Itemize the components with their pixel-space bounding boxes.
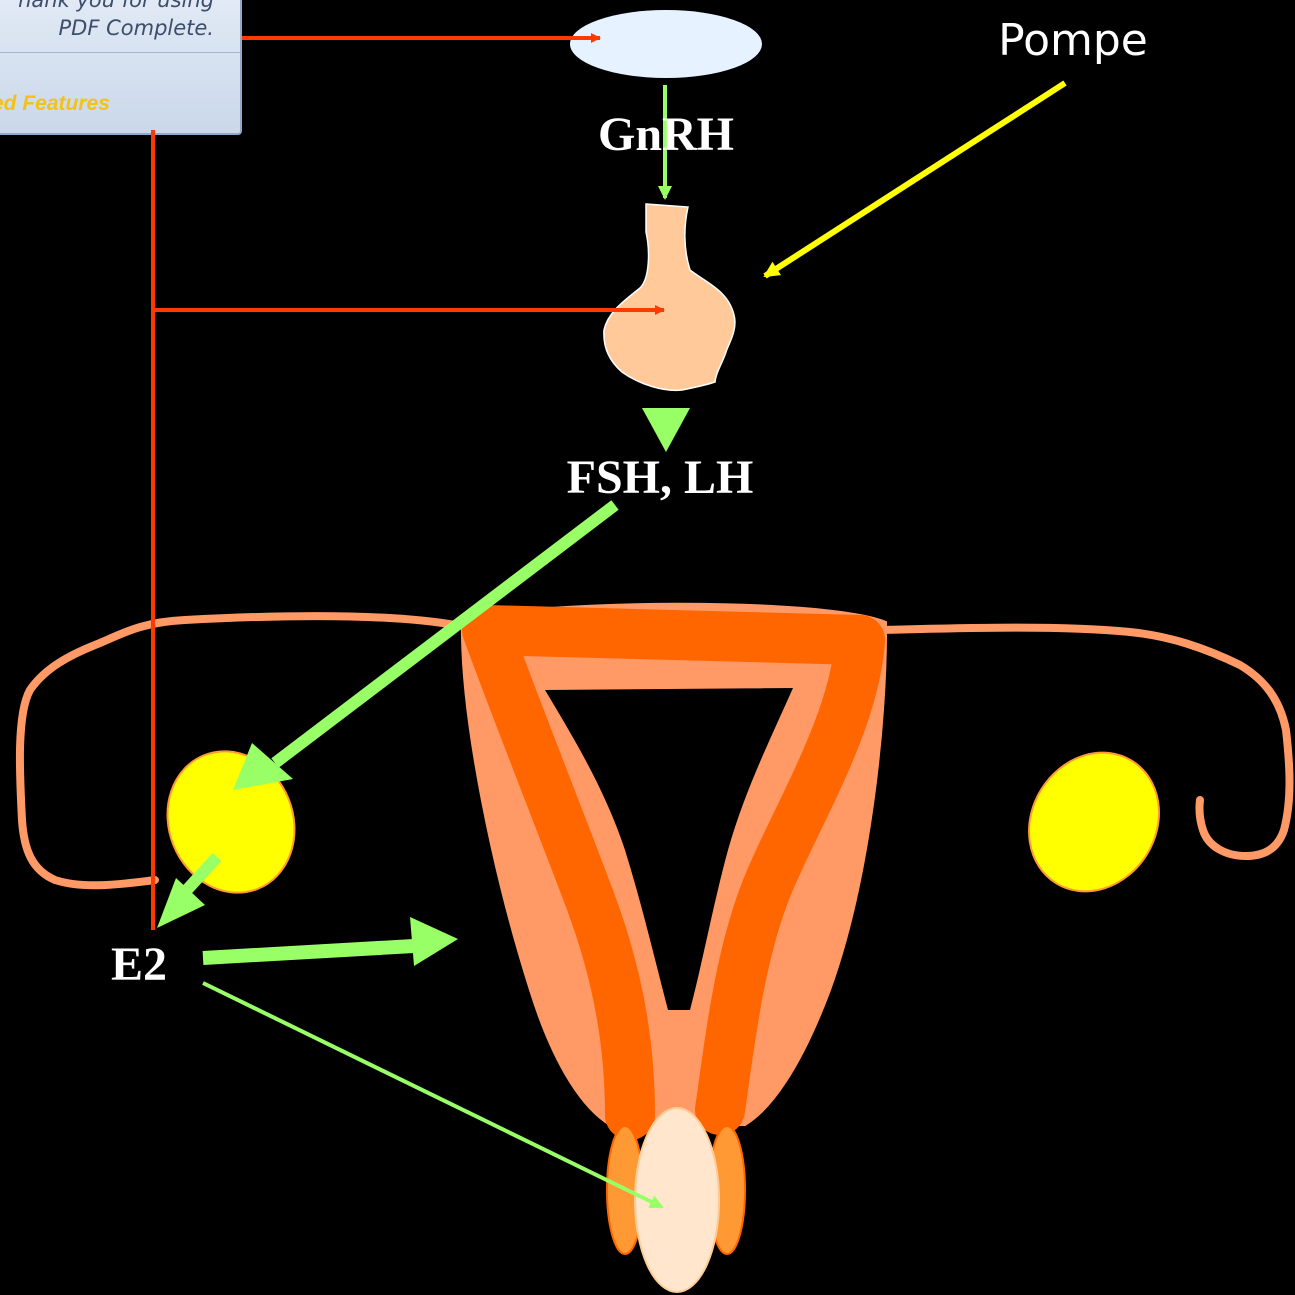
e2-label: E2 (111, 938, 167, 991)
fsh-lh-down-arrow (642, 408, 690, 452)
pituitary-gland (604, 204, 735, 390)
e2-to-uterus-arrow-shaft (203, 946, 414, 958)
pompe-arrow (765, 83, 1065, 276)
fsh-lh-label: FSH, LH (567, 451, 754, 504)
gnrh-label: GnRH (598, 108, 734, 161)
pompe-label: Pompe (998, 15, 1148, 66)
hypothalamus (570, 10, 762, 78)
e2-to-uterus-arrowhead (410, 917, 458, 966)
right-ovary (1003, 728, 1184, 916)
